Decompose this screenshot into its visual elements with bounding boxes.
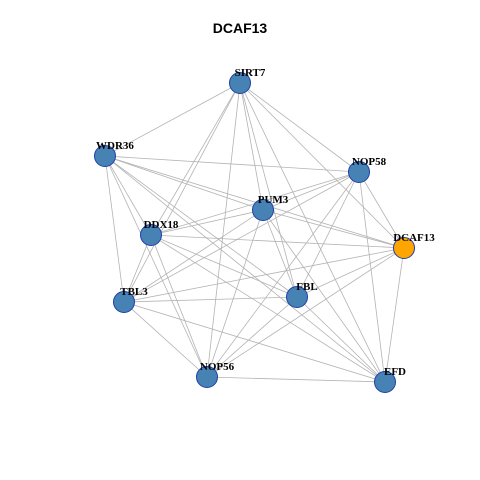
node-ddx18: [140, 224, 162, 246]
edge-ddx18-efd: [150, 234, 386, 383]
edge-sirt7-tbl3: [123, 82, 241, 303]
edge-fbl-nop56: [206, 296, 298, 378]
edge-pum3-efd: [262, 209, 386, 383]
edge-pum3-tbl3: [123, 209, 264, 303]
node-pum3: [252, 199, 274, 221]
edge-nop56-efd: [206, 376, 386, 383]
edge-dcaf13-efd: [384, 247, 405, 383]
edge-nop58-fbl: [296, 171, 360, 298]
edge-wdr36-nop56: [104, 155, 208, 378]
edge-ddx18-dcaf13: [150, 234, 405, 249]
edge-pum3-ddx18: [150, 209, 264, 236]
node-fbl: [286, 286, 308, 308]
node-wdr36: [94, 145, 116, 167]
edge-wdr36-nop58: [104, 155, 360, 173]
edge-wdr36-tbl3: [104, 155, 125, 303]
edge-tbl3-nop56: [123, 301, 208, 378]
edge-wdr36-fbl: [104, 155, 298, 298]
edge-sirt7-dcaf13: [239, 82, 405, 249]
node-nop56: [196, 366, 218, 388]
node-tbl3: [113, 291, 135, 313]
node-efd: [374, 371, 396, 393]
node-label-dcaf13: DCAF13: [393, 232, 435, 244]
edge-dcaf13-nop56: [206, 247, 405, 378]
node-layer: [94, 72, 415, 393]
edge-sirt7-efd: [239, 82, 386, 383]
edge-pum3-fbl: [262, 209, 298, 298]
edge-nop58-nop56: [206, 171, 360, 378]
edge-sirt7-ddx18: [150, 82, 241, 236]
edge-sirt7-fbl: [239, 82, 298, 298]
edge-wdr36-efd: [104, 155, 386, 383]
edge-ddx18-nop56: [150, 234, 208, 378]
edge-sirt7-nop58: [239, 82, 360, 173]
edge-ddx18-tbl3: [123, 234, 152, 303]
edge-sirt7-wdr36: [104, 82, 241, 157]
edge-ddx18-fbl: [150, 234, 298, 298]
node-label-efd: EFD: [384, 366, 406, 378]
edge-pum3-dcaf13: [262, 209, 405, 249]
node-label-nop58: NOP58: [352, 156, 387, 168]
node-label-nop56: NOP56: [200, 361, 235, 373]
node-label-wdr36: WDR36: [96, 140, 134, 152]
edge-nop58-dcaf13: [358, 171, 405, 249]
edge-dcaf13-tbl3: [123, 247, 405, 303]
edge-wdr36-dcaf13: [104, 155, 405, 249]
node-sirt7: [229, 72, 251, 94]
edge-nop58-efd: [358, 171, 386, 383]
node-label-tbl3: TBL3: [120, 286, 148, 298]
figure-title: DCAF13: [212, 20, 268, 36]
edge-pum3-nop56: [206, 209, 264, 378]
edge-sirt7-nop56: [206, 82, 241, 378]
edge-sirt7-pum3: [239, 82, 264, 211]
node-nop58: [348, 161, 370, 183]
edge-fbl-efd: [296, 296, 386, 383]
edge-dcaf13-fbl: [296, 247, 405, 298]
edge-tbl3-fbl: [123, 296, 298, 303]
node-label-ddx18: DDX18: [144, 219, 179, 231]
node-label-fbl: FBL: [296, 281, 317, 293]
edge-nop58-tbl3: [123, 171, 360, 303]
edge-nop58-pum3: [262, 171, 360, 211]
edge-layer: [104, 82, 405, 383]
edge-wdr36-ddx18: [104, 155, 152, 236]
node-label-sirt7: SIRT7: [235, 67, 266, 79]
edge-tbl3-efd: [123, 301, 386, 383]
node-label-pum3: PUM3: [258, 194, 289, 206]
node-dcaf13: [393, 237, 415, 259]
edge-wdr36-pum3: [104, 155, 264, 211]
